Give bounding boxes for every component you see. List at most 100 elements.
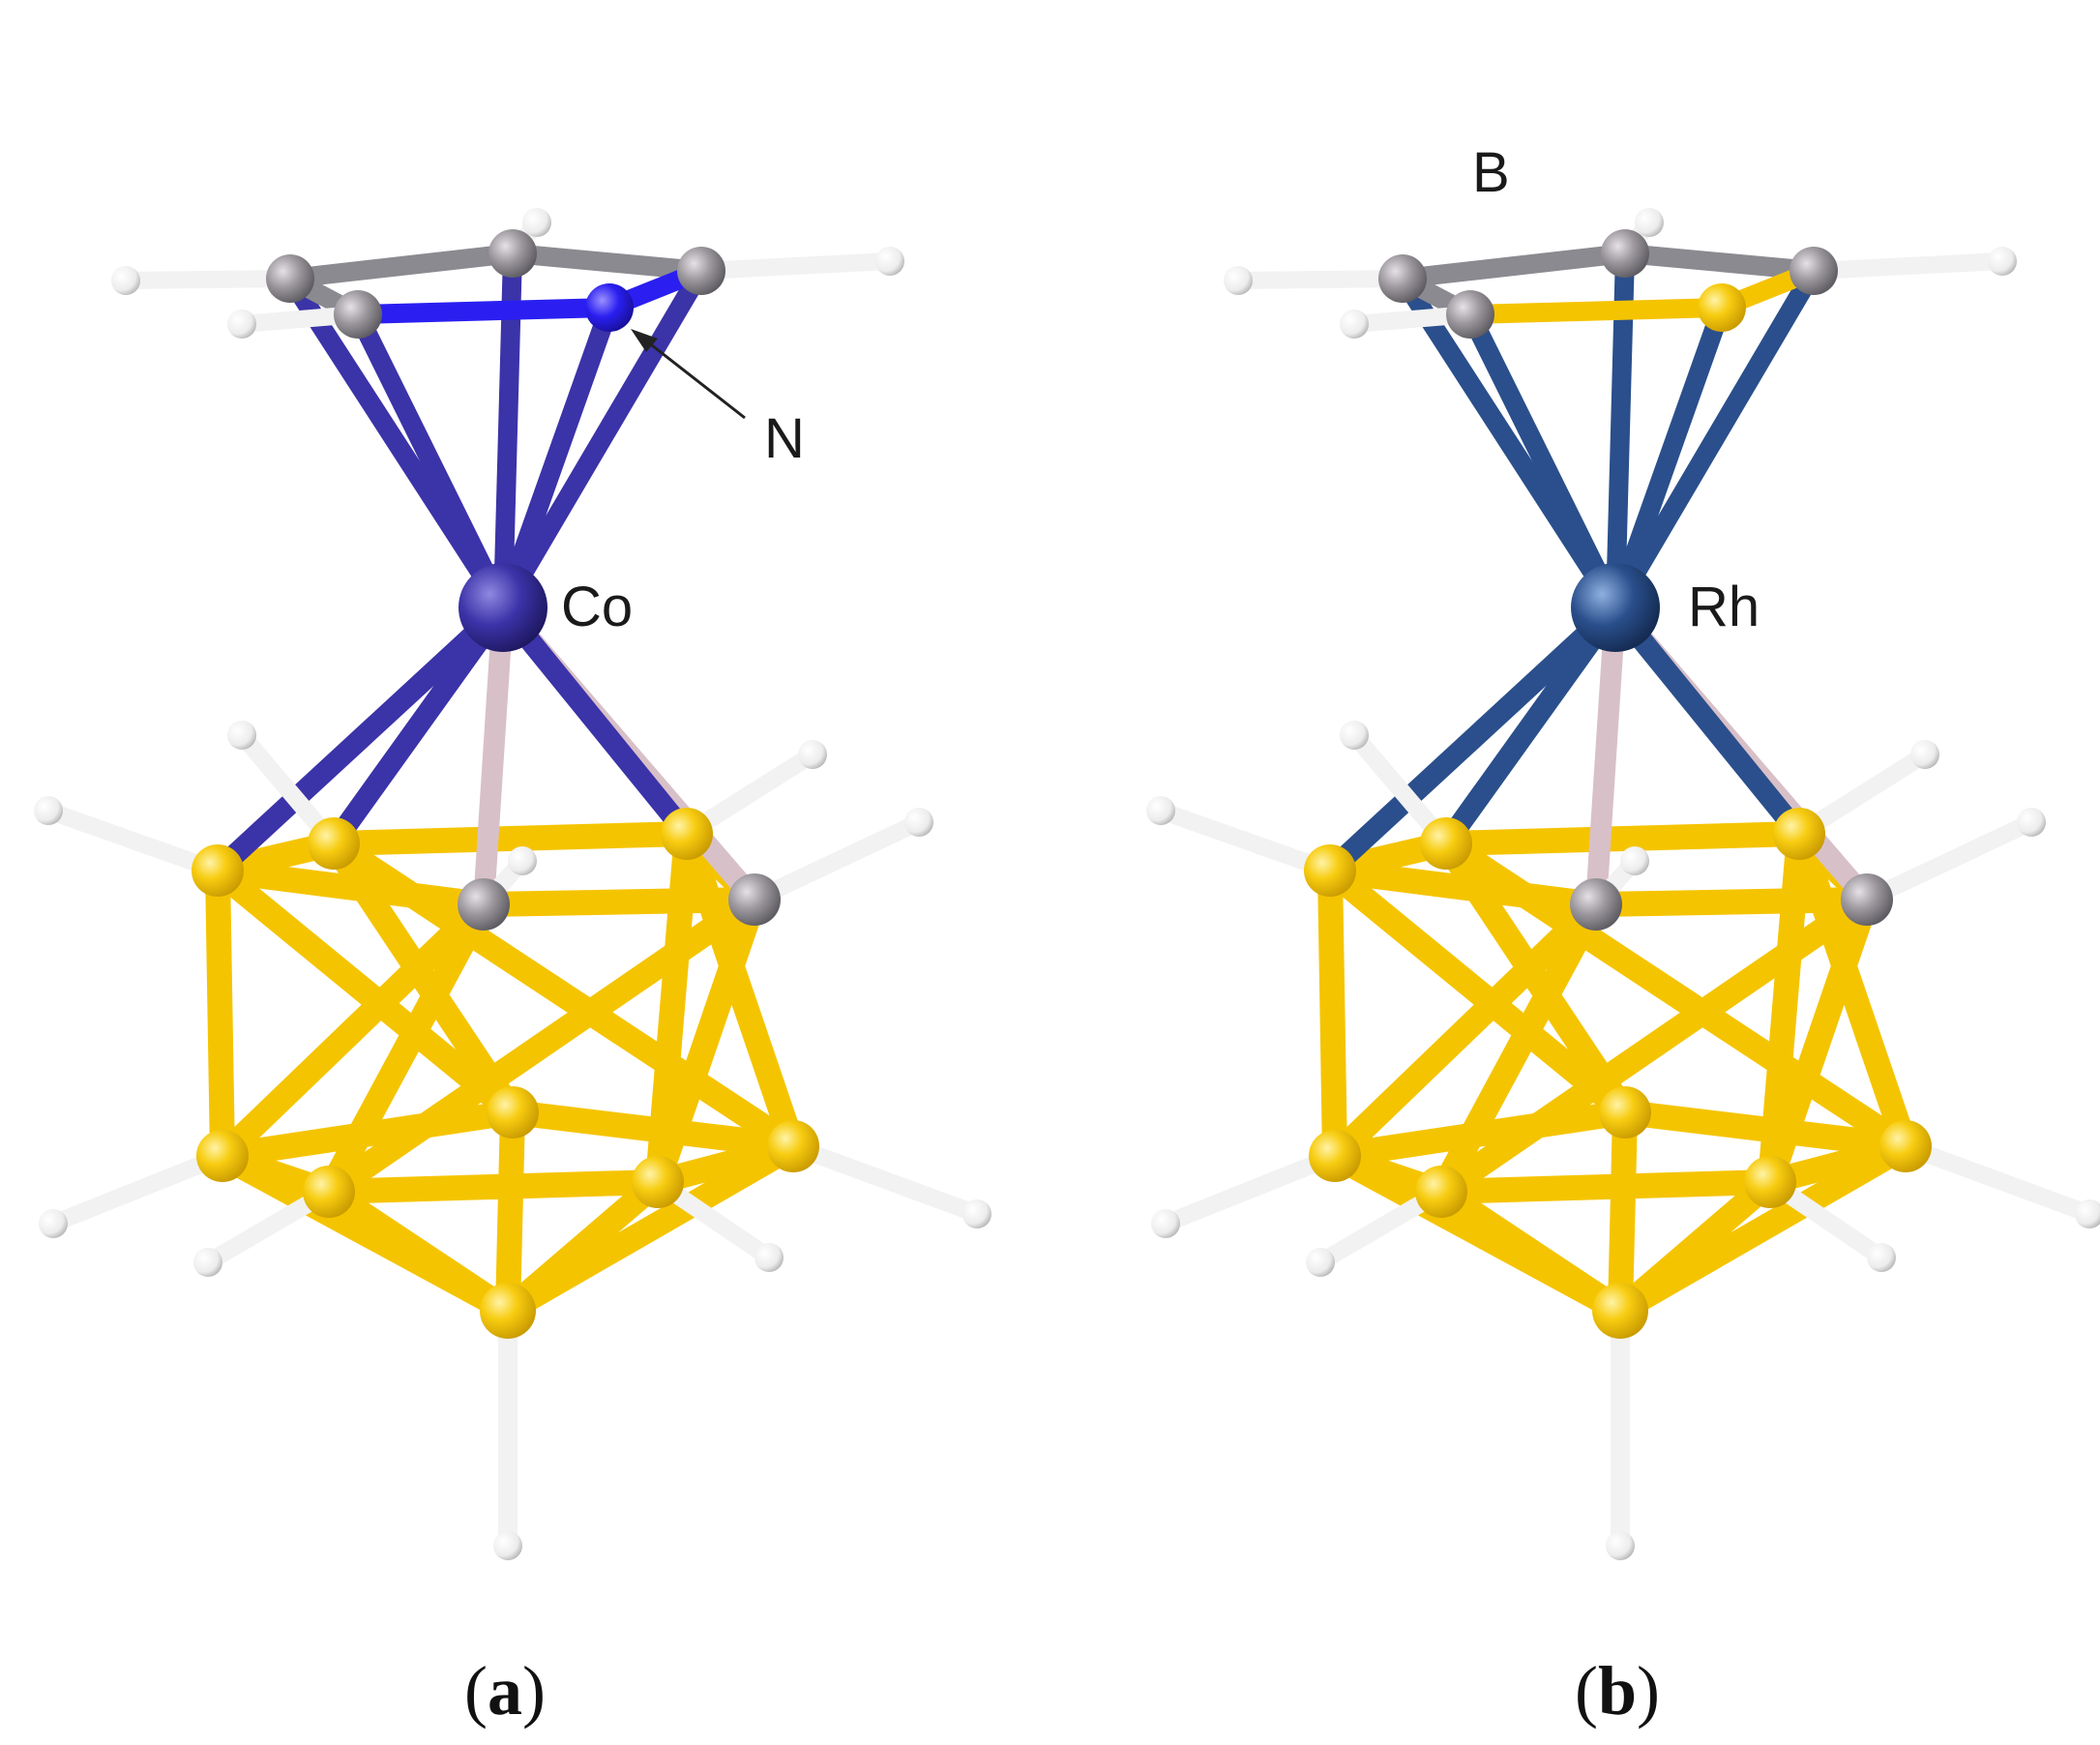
boron-atom xyxy=(303,1166,355,1218)
metal-ring-bond xyxy=(493,261,711,617)
hydrogen-atom xyxy=(493,1531,522,1560)
panel-b-bonds xyxy=(1152,214,2098,1555)
cage-bond xyxy=(210,1100,525,1168)
cage-bond xyxy=(1322,1100,1638,1168)
boron-atom xyxy=(767,1120,819,1172)
panel-b-atoms xyxy=(1146,208,2100,1560)
heteroatom xyxy=(1698,283,1746,332)
cage-bond xyxy=(1608,1100,1638,1323)
hydrogen-atom xyxy=(1867,1243,1896,1272)
cage-bond xyxy=(1434,821,1812,856)
cage-bond xyxy=(1429,1169,1783,1204)
hydrogen-atom xyxy=(2075,1199,2100,1228)
boron-atom xyxy=(480,1283,536,1339)
ring-bond xyxy=(1393,244,1635,288)
carbon-atom xyxy=(488,229,537,278)
ch-bond xyxy=(746,813,928,908)
carbon-atom xyxy=(728,873,781,926)
hydrogen-atom xyxy=(1340,310,1369,339)
caption-open-paren: ( xyxy=(464,1652,488,1730)
cage-bond xyxy=(321,831,525,1125)
hydrogen-atom xyxy=(875,247,904,276)
cage-bond xyxy=(1608,1134,1918,1323)
metal-atom xyxy=(458,563,547,652)
carbon-atom xyxy=(677,247,725,295)
ring-bond xyxy=(1461,298,1731,324)
boron-atom xyxy=(1592,1283,1648,1339)
cage-bond xyxy=(210,892,496,1168)
boron-atom xyxy=(1879,1120,1932,1172)
metal-cage-bond xyxy=(1435,597,1626,854)
hydrogen-atom xyxy=(798,740,827,769)
metal-cage-bond xyxy=(1585,597,1626,915)
cage-bond xyxy=(1434,831,1638,1125)
boron-atom xyxy=(487,1086,539,1139)
bh-bond xyxy=(40,802,226,879)
hydrogen-atom xyxy=(111,266,140,295)
carbon-atom xyxy=(1789,247,1838,295)
panel-a-atoms xyxy=(34,208,991,1560)
cage-bond xyxy=(495,1100,525,1323)
boron-atom xyxy=(1309,1130,1361,1182)
ch-bond xyxy=(1858,813,2040,908)
panel-b-caption: (b) xyxy=(1575,1652,1660,1730)
hydrogen-atom xyxy=(2017,808,2046,837)
hydrogen-atom xyxy=(39,1209,68,1238)
cage-bond xyxy=(205,858,525,1125)
hydrogen-atom xyxy=(904,808,933,837)
boron-atom xyxy=(1599,1086,1651,1139)
cage-bond xyxy=(495,1134,806,1323)
cage-bond xyxy=(316,1179,520,1323)
hydrogen-atom xyxy=(193,1248,222,1277)
metal-cage-bond xyxy=(323,597,514,854)
panel-a-bonds xyxy=(40,214,986,1555)
hydrogen-atom xyxy=(1620,846,1649,875)
caption-letter: a xyxy=(488,1652,522,1730)
heteroatom xyxy=(585,283,634,332)
hetero-label-n: N xyxy=(764,407,805,470)
boron-atom xyxy=(661,808,713,860)
caption-letter: b xyxy=(1598,1652,1637,1730)
metal-atom xyxy=(1571,563,1660,652)
bh-bond xyxy=(44,1147,231,1232)
caption-close-paren: ) xyxy=(522,1652,546,1730)
ch-bond xyxy=(1805,252,2011,280)
ring-bond xyxy=(503,244,711,281)
cage-bond xyxy=(1758,821,1812,1195)
hydrogen-atom xyxy=(1306,1248,1335,1277)
hydrogen-atom xyxy=(227,721,256,750)
caption-open-paren: ( xyxy=(1575,1652,1598,1730)
metal-cage-bond xyxy=(1605,597,1810,844)
panel-a-molecule: N Co (a) xyxy=(34,208,991,1730)
ring-bond xyxy=(1615,244,1823,281)
carbon-atom xyxy=(1378,254,1427,303)
cage-bond xyxy=(205,858,235,1168)
hydrogen-atom xyxy=(962,1199,991,1228)
panel-b-molecule: B Rh (b) xyxy=(1146,141,2100,1730)
hydrogen-atom xyxy=(522,208,551,237)
ch-bond xyxy=(693,252,899,280)
carbon-atom xyxy=(1841,873,1893,926)
hydrogen-atom xyxy=(1146,796,1175,825)
cage-bond xyxy=(321,821,699,856)
bh-bond xyxy=(1897,1138,2098,1223)
boron-atom xyxy=(196,1130,249,1182)
boron-atom xyxy=(632,1156,684,1208)
hydrogen-atom xyxy=(227,310,256,339)
cage-bond xyxy=(1317,858,1638,1125)
metal-cage-bond xyxy=(1319,597,1626,881)
ring-bond xyxy=(348,298,619,324)
cage-bond xyxy=(321,831,806,1159)
carbon-atom xyxy=(334,290,382,339)
hydrogen-atom xyxy=(754,1243,784,1272)
hydrogen-atom xyxy=(1606,1531,1635,1560)
boron-atom xyxy=(308,817,360,870)
metal-ring-bond xyxy=(348,305,513,617)
cage-bond xyxy=(1322,892,1609,1168)
hydrogen-atom xyxy=(1151,1209,1180,1238)
boron-atom xyxy=(1420,817,1472,870)
boron-atom xyxy=(1744,1156,1796,1208)
cage-bond xyxy=(674,821,806,1159)
hydrogen-atom xyxy=(1635,208,1664,237)
